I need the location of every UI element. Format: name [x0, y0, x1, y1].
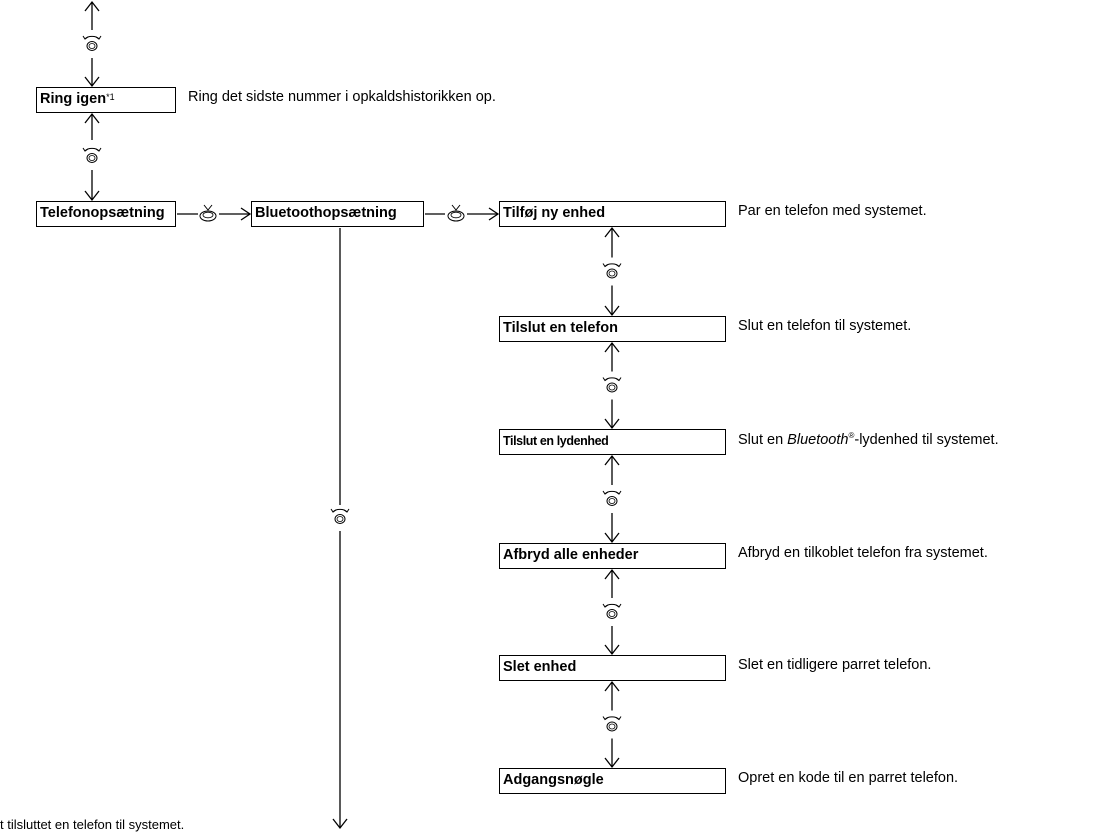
selector-knob-rotate-icon — [602, 490, 622, 506]
desc-part: -lydenhed til systemet. — [854, 431, 999, 448]
menu-item-afbryd-alle-enheder[interactable]: Afbryd alle enheder — [499, 543, 726, 569]
selector-knob-rotate-icon — [82, 35, 102, 51]
selector-knob-rotate-icon — [82, 147, 102, 163]
desc-part: Slut en — [738, 431, 788, 448]
arrow-up — [604, 454, 620, 466]
tilfoej-ny-enhed-description: Par en telefon med systemet. — [738, 203, 927, 219]
slet-enhed-description: Slet en tidligere parret telefon. — [738, 657, 932, 673]
menu-item-ring-igen[interactable]: Ring igen*1 — [36, 87, 176, 113]
footnote-marker: *1 — [106, 92, 115, 102]
tilslut-en-lydenhed-description: Slut en Bluetooth®-lydenhed til systemet… — [738, 431, 999, 448]
arrow-up — [84, 0, 100, 12]
arrow-up — [604, 680, 620, 692]
tilfoej-ny-enhed-label: Tilføj ny enhed — [503, 205, 606, 221]
adgangsnoegle-description: Opret en kode til en parret telefon. — [738, 770, 959, 786]
telefonopsaetning-label: Telefonopsætning — [40, 205, 165, 221]
menu-item-adgangsnoegle[interactable]: Adgangsnøgle — [499, 768, 726, 794]
menu-item-bluetoothopsaetning[interactable]: Bluetoothopsætning — [251, 201, 424, 227]
arrow-down — [604, 757, 620, 769]
arrow-down — [604, 644, 620, 656]
arrow-down — [332, 818, 348, 830]
bluetooth-word: Bluetooth — [787, 431, 849, 448]
arrow-right — [488, 207, 500, 221]
arrow-down — [84, 76, 100, 88]
arrow-down — [604, 532, 620, 544]
tilslut-en-lydenhed-label: Tilslut en lydenhed — [503, 434, 609, 448]
registered-mark: ® — [848, 431, 855, 440]
arrow-right — [240, 207, 252, 221]
selector-knob-rotate-icon — [330, 508, 350, 524]
arrow-up — [84, 112, 100, 124]
ring-igen-description: Ring det sidste nummer i opkaldshistorik… — [188, 89, 496, 105]
menu-item-tilfoej-ny-enhed[interactable]: Tilføj ny enhed — [499, 201, 726, 227]
tilslut-en-telefon-label: Tilslut en telefon — [503, 320, 618, 336]
arrow-down — [604, 418, 620, 430]
tilslut-en-telefon-description: Slut en telefon til systemet. — [738, 318, 912, 334]
arrow-down — [84, 190, 100, 202]
cut-off-footnote: t tilsluttet en telefon til systemet. — [0, 817, 185, 832]
arrow-up — [604, 226, 620, 238]
afbryd-alle-enheder-description: Afbryd en tilkoblet telefon fra systemet… — [738, 545, 988, 561]
menu-item-slet-enhed[interactable]: Slet enhed — [499, 655, 726, 681]
slet-enhed-label: Slet enhed — [503, 659, 577, 675]
selector-knob-rotate-icon — [602, 377, 622, 393]
arrow-down — [604, 305, 620, 317]
arrow-up — [604, 568, 620, 580]
menu-item-telefonopsaetning[interactable]: Telefonopsætning — [36, 201, 176, 227]
selector-knob-press-icon — [447, 204, 465, 222]
menu-item-tilslut-en-lydenhed[interactable]: Tilslut en lydenhed — [499, 429, 726, 455]
adgangsnoegle-label: Adgangsnøgle — [503, 772, 604, 788]
selector-knob-rotate-icon — [602, 603, 622, 619]
menu-item-tilslut-en-telefon[interactable]: Tilslut en telefon — [499, 316, 726, 342]
selector-knob-rotate-icon — [602, 263, 622, 279]
afbryd-alle-enheder-label: Afbryd alle enheder — [503, 547, 639, 563]
selector-knob-rotate-icon — [602, 716, 622, 732]
arrow-up — [604, 341, 620, 353]
selector-knob-press-icon — [199, 204, 217, 222]
bluetoothopsaetning-label: Bluetoothopsætning — [255, 205, 397, 221]
ring-igen-label: Ring igen — [40, 91, 107, 107]
